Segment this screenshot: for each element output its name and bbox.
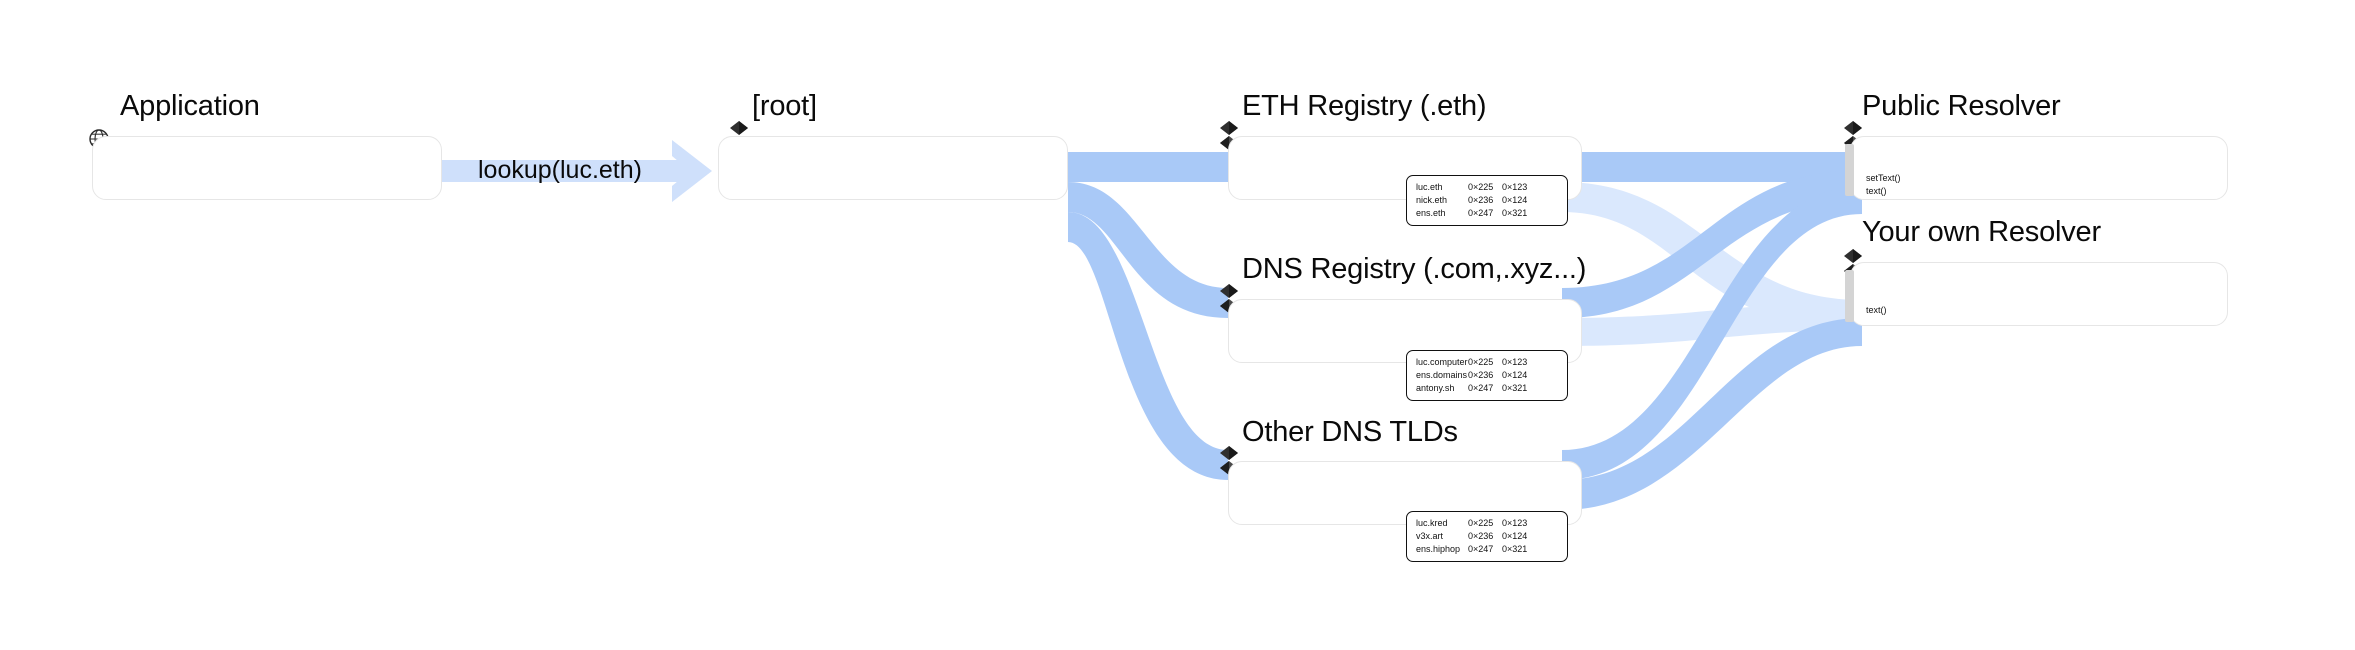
record-name: v3x.art [1416,530,1444,541]
record-owner: 0×124 [1502,194,1528,205]
root-title: [root] [752,90,817,122]
method-item: text() [1866,186,1887,197]
flow-root-to-eth-registry [1068,152,1228,182]
record-node: 0×247 [1468,543,1494,554]
record-owner: 0×321 [1502,207,1528,218]
record-name: ens.domains [1416,369,1468,380]
record-name: ens.hiphop [1416,543,1461,554]
record-name: luc.kred [1416,518,1448,528]
record-name: antony.sh [1416,382,1455,393]
node-public-resolver[interactable] [1850,136,2228,200]
flow-eth-registry-to-own-resolver [1562,182,1862,330]
node-application[interactable] [92,136,442,200]
record-node: 0×236 [1468,369,1494,380]
record-owner: 0×321 [1502,543,1528,554]
flow-dns-registry-to-own-resolver [1562,302,1862,346]
node-root[interactable] [718,136,1068,200]
flow-eth-registry-to-public-resolver [1562,152,1862,182]
flow-root-to-other-tlds [1068,212,1228,480]
other-dns-tlds-title: Other DNS TLDs [1242,416,1458,448]
method-item: text() [1866,305,1887,315]
flow-root-to-dns-registry [1068,182,1228,318]
public-resolver-title: Public Resolver [1862,90,2061,122]
table-row: ens.eth 0×247 0×321 [1416,207,1559,220]
record-node: 0×236 [1468,194,1494,205]
own-resolver-title: Your own Resolver [1862,216,2101,248]
table-row: luc.eth 0×225 0×123 [1416,181,1559,194]
flow-other-tlds-to-public-resolver [1562,186,1862,480]
record-owner: 0×123 [1502,182,1528,192]
table-row: ens.hiphop 0×247 0×321 [1416,543,1559,556]
record-table-eth-registry: luc.eth 0×225 0×123 nick.eth 0×236 0×124… [1406,175,1568,227]
public-resolver-handle[interactable] [1845,144,1854,196]
record-node: 0×236 [1468,530,1494,541]
table-row: v3x.art 0×236 0×124 [1416,530,1559,543]
flow-dns-registry-to-public-resolver [1562,170,1862,318]
table-row: nick.eth 0×236 0×124 [1416,194,1559,207]
record-name: ens.eth [1416,207,1446,218]
record-node: 0×225 [1468,182,1494,192]
public-resolver-methods: setText() text() [1866,172,1901,198]
record-name: luc.eth [1416,182,1443,192]
table-row: luc.kred 0×225 0×123 [1416,517,1559,530]
node-own-resolver[interactable] [1850,262,2228,326]
record-name: luc.computer [1416,357,1468,367]
application-title: Application [120,90,260,122]
table-row: luc.computer 0×225 0×123 [1416,356,1559,369]
dns-registry-title: DNS Registry (.com,.xyz...) [1242,253,1587,285]
record-node: 0×225 [1468,518,1494,528]
record-owner: 0×124 [1502,530,1528,541]
eth-registry-title: ETH Registry (.eth) [1242,90,1487,122]
method-item: setText() [1866,173,1901,183]
record-table-dns-registry: luc.computer 0×225 0×123 ens.domains 0×2… [1406,350,1568,402]
record-node: 0×225 [1468,357,1494,367]
record-owner: 0×123 [1502,357,1528,367]
record-name: nick.eth [1416,194,1448,205]
record-owner: 0×123 [1502,518,1528,528]
record-node: 0×247 [1468,382,1494,393]
own-resolver-handle[interactable] [1845,270,1854,322]
record-owner: 0×124 [1502,369,1528,380]
flow-other-tlds-to-own-resolver [1562,318,1862,510]
table-row: antony.sh 0×247 0×321 [1416,382,1559,395]
own-resolver-methods: text() [1866,304,1887,317]
record-table-other-dns-tlds: luc.kred 0×225 0×123 v3x.art 0×236 0×124… [1406,511,1568,563]
table-row: ens.domains 0×236 0×124 [1416,369,1559,382]
record-node: 0×247 [1468,207,1494,218]
edge-label-lookup: lookup(luc.eth) [478,156,642,184]
record-owner: 0×321 [1502,382,1528,393]
